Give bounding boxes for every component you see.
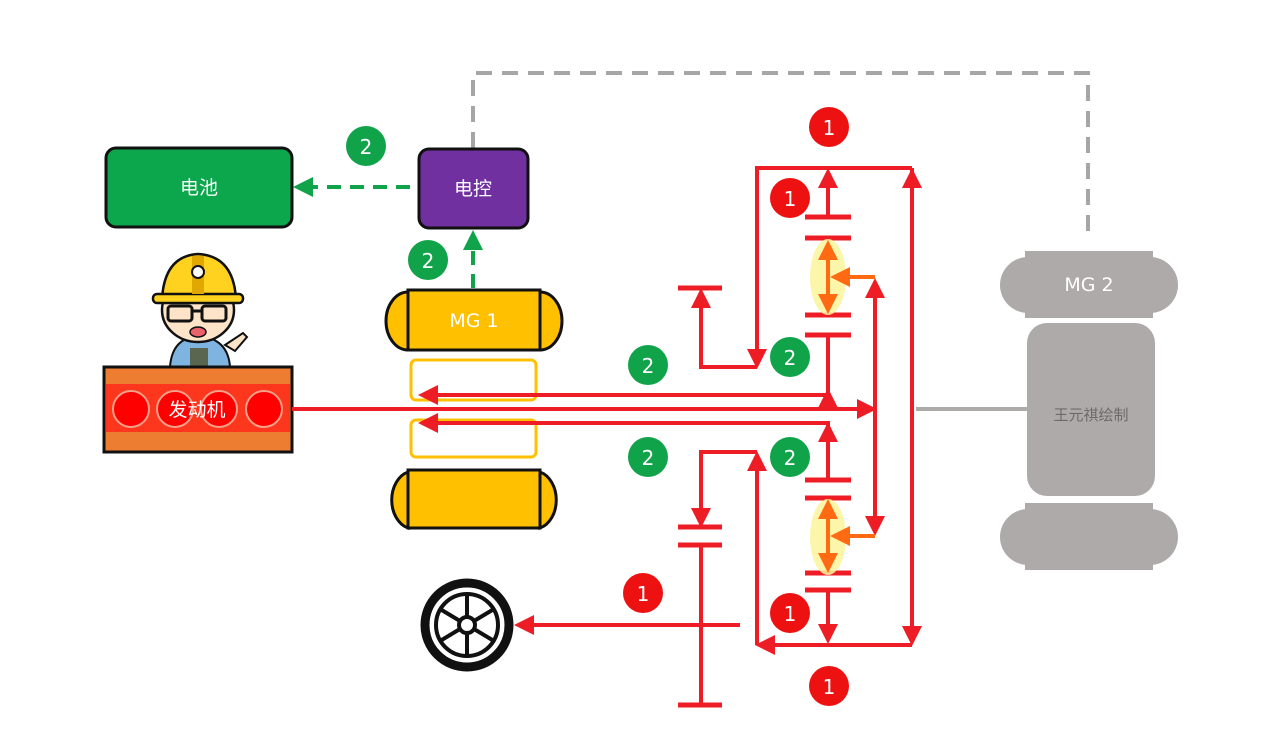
svg-text:1: 1 xyxy=(823,116,836,140)
badge-path1: 1 xyxy=(809,107,849,147)
svg-text:2: 2 xyxy=(784,346,797,370)
svg-text:1: 1 xyxy=(637,582,650,606)
badge-path2: 2 xyxy=(770,337,810,377)
badge-path1: 1 xyxy=(809,666,849,706)
watermark: 王元祺绘制 xyxy=(1053,406,1128,424)
control-signal-line xyxy=(471,71,1090,232)
mechanical-power-flow xyxy=(292,166,922,708)
badge-path1: 1 xyxy=(770,178,810,218)
battery-block: 电池 xyxy=(104,146,294,229)
planet-gear-top xyxy=(810,239,875,315)
svg-text:1: 1 xyxy=(784,602,797,626)
badge-path2: 2 xyxy=(408,240,448,280)
engine-block: 发动机 xyxy=(102,365,294,454)
mg1-block: MG 1 xyxy=(384,288,564,531)
svg-text:2: 2 xyxy=(642,354,655,378)
svg-text:1: 1 xyxy=(784,187,797,211)
controller-label: 电控 xyxy=(454,178,492,200)
badge-path2: 2 xyxy=(628,437,668,477)
badge-path1: 1 xyxy=(770,593,810,633)
planet-gear-bottom xyxy=(810,499,875,575)
badge-path1: 1 xyxy=(623,573,663,613)
badge-path2: 2 xyxy=(628,345,668,385)
mg1-label: MG 1 xyxy=(449,310,498,332)
worker-character-icon xyxy=(151,252,249,368)
engine-label: 发动机 xyxy=(168,399,225,421)
wheel-icon xyxy=(420,578,514,672)
badge-path2: 2 xyxy=(770,437,810,477)
svg-text:2: 2 xyxy=(784,446,797,470)
controller-block: 电控 xyxy=(417,147,530,230)
svg-text:2: 2 xyxy=(642,446,655,470)
svg-text:2: 2 xyxy=(360,135,373,159)
svg-text:1: 1 xyxy=(823,675,836,699)
mg2-label: MG 2 xyxy=(1064,274,1113,296)
mg2-block: MG 2 王元祺绘制 xyxy=(1000,251,1178,570)
flow-badges: 1 1 1 1 1 2 2 2 2 2 2 xyxy=(346,107,849,706)
svg-text:2: 2 xyxy=(422,249,435,273)
battery-label: 电池 xyxy=(180,177,218,199)
badge-path2: 2 xyxy=(346,126,386,166)
